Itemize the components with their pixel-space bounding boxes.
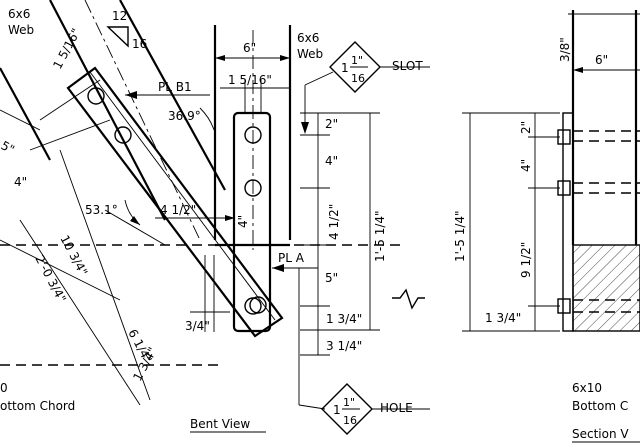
pl-a-callout: PL A [272, 251, 318, 405]
dim-sec-1-5-1-4: 1'-5 1/4" [453, 210, 467, 262]
dim-mid-6: 6" [243, 41, 256, 55]
dim-overall-1-5-1-4: 1'-5 1/4" [373, 210, 387, 262]
break-symbol [392, 288, 425, 310]
dim-sec-4: 4" [519, 159, 533, 172]
angle-upper: 36.9° [168, 109, 201, 123]
web-label-right-name: Web [297, 47, 323, 61]
dim-right-2: 2" [325, 117, 338, 131]
section-view-title: Section V [572, 427, 629, 441]
slope-rise: 12 [112, 9, 127, 23]
hole-weld-num: 1" [343, 396, 355, 409]
web-label-left-name: Web [8, 23, 34, 37]
dim-right-4: 4" [325, 154, 338, 168]
hole-weld-den: 16 [343, 414, 357, 427]
dim-sec-9-1-2: 9 1/2" [519, 242, 533, 278]
vertical-web-member [213, 25, 292, 250]
dim-left-edge: 5" [0, 138, 17, 157]
bottom-chord-left: 0 ottom Chord [0, 244, 220, 413]
dim-mid-6-line [215, 55, 290, 61]
slot-weld-num: 1" [351, 54, 363, 67]
bent-view-title: Bent View [190, 417, 250, 431]
diagonal-extension-lines [0, 79, 166, 406]
section-dim-lines [462, 67, 640, 332]
slot-tag: SLOT [392, 59, 423, 73]
hole-tag: HOLE [380, 401, 413, 415]
web-label-left-size: 6x6 [8, 7, 30, 21]
web-label-right-size: 6x6 [297, 31, 319, 45]
bottom-chord-left-size: 0 [0, 381, 8, 395]
dim-mid-4-1-2-line [155, 215, 235, 221]
slot-weld-whole: 1 [341, 61, 349, 75]
dim-left-2-0-3-4: 2'-0 3/4" [32, 253, 69, 305]
hole-weld-whole: 1 [333, 403, 341, 417]
pl-b1-label: PL B1 [158, 80, 192, 94]
angle-lower: 53.1° [85, 203, 118, 217]
dim-right-1-3-4: 1 3/4" [326, 312, 362, 326]
dim-mid-1-5-16: 1 5/16" [228, 73, 272, 87]
dim-mid-3-4-line [190, 255, 230, 332]
dim-right-5: 5" [325, 271, 338, 285]
bottom-chord-left-name: ottom Chord [0, 399, 75, 413]
dim-mid-4-vert: 4" [236, 215, 250, 228]
slope-indicator: 12 16 [106, 9, 147, 51]
dim-mid-1-5-16-line [220, 80, 290, 112]
pl-a-label: PL A [278, 251, 305, 265]
slot-weld-den: 16 [351, 72, 365, 85]
pl-b1-callout: PL B1 [125, 80, 210, 99]
vertical-plate-a [232, 111, 272, 333]
dim-mid-4-1-2: 4 1/2" [160, 203, 196, 217]
angle-annotations: 36.9° 53.1° [85, 107, 215, 226]
diagonal-plate-b1 [66, 66, 284, 338]
bottom-chord-right-size: 6x10 [572, 381, 602, 395]
dim-sec-1-3-4: 1 3/4" [485, 311, 521, 325]
slot-weld-symbol: 1 1" 16 SLOT [301, 41, 430, 134]
dim-right-3-1-4: 3 1/4" [326, 339, 362, 353]
dim-sec-2: 2" [519, 121, 533, 134]
dim-left-1-5-16: 1 5/16" [50, 26, 83, 71]
dim-right-4-1-2: 4 1/2" [327, 204, 341, 240]
dim-sec-3-8: 3/8" [558, 37, 572, 62]
bent-right-dim-lines [300, 112, 380, 356]
section-view [557, 10, 640, 332]
dim-sec-6: 6" [595, 53, 608, 67]
bottom-chord-right-name: Bottom C [572, 399, 628, 413]
slope-run: 16 [132, 37, 147, 51]
hole-weld-symbol: 1 1" 16 HOLE [298, 383, 430, 435]
dim-left-4: 4" [14, 175, 27, 189]
dim-mid-3-4: 3/4" [185, 319, 210, 333]
